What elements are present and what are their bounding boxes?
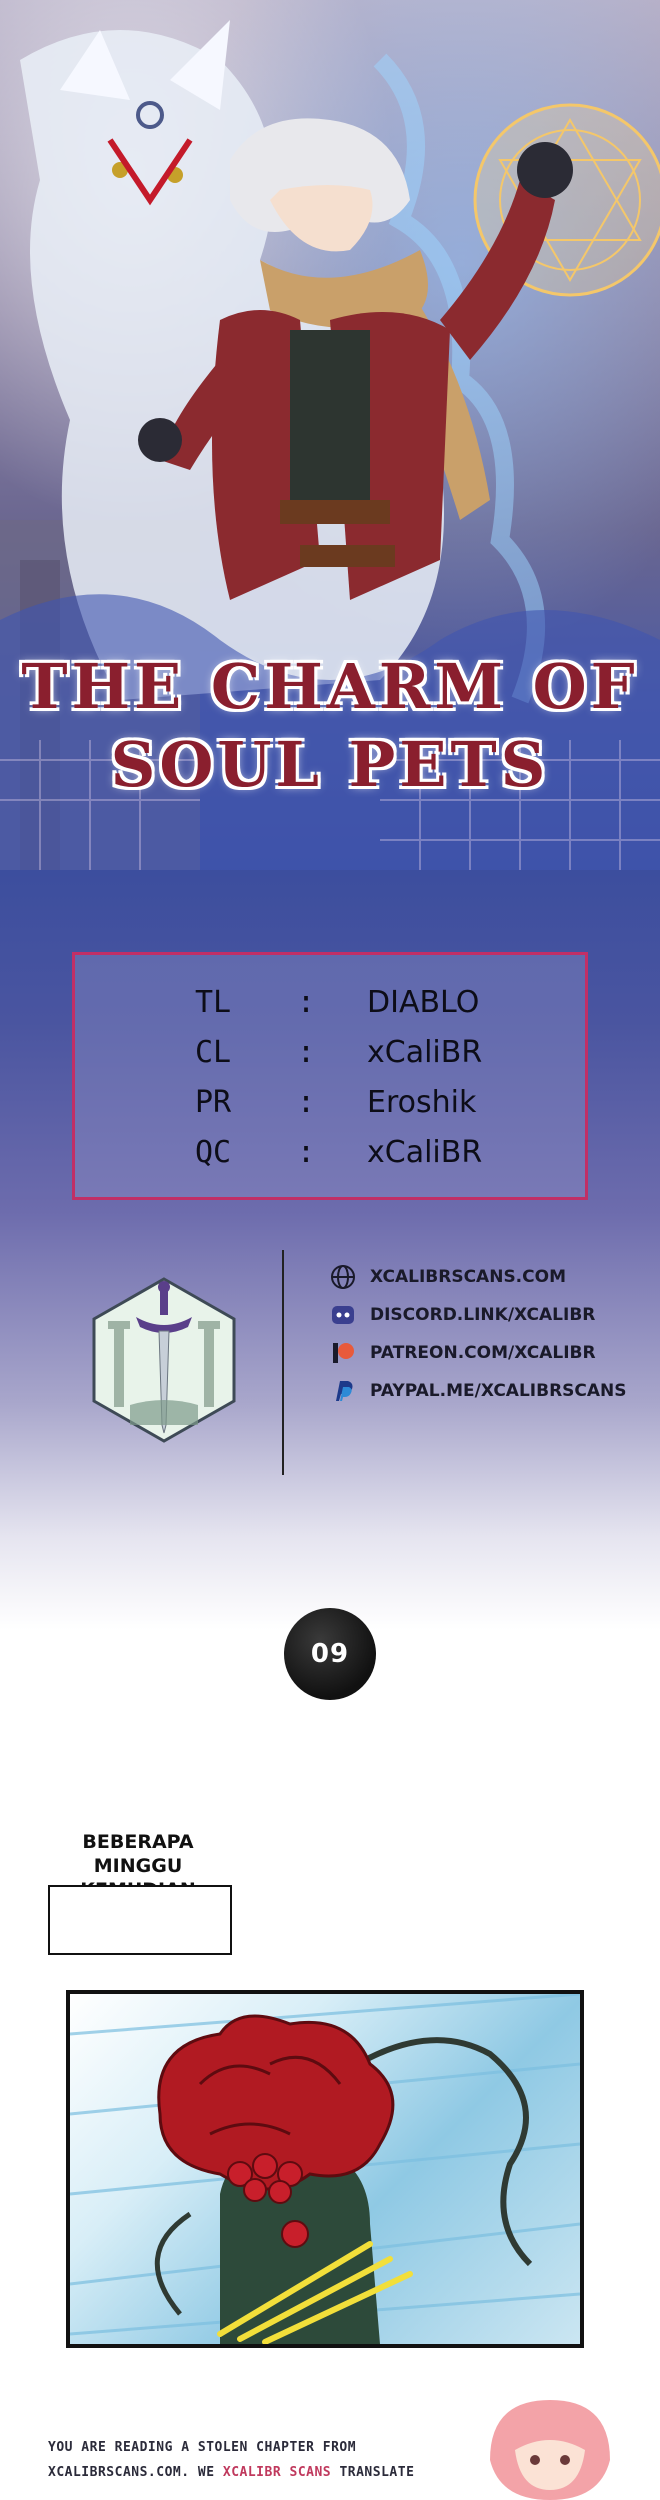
link-label: DISCORD.LINK/XCALIBR <box>370 1305 596 1325</box>
credit-role: TL <box>195 985 232 1020</box>
credit-name: Eroshik <box>367 1085 477 1120</box>
title-line-2: SOUL PETS <box>110 728 550 801</box>
comic-panel <box>66 1990 584 2348</box>
footer-notice: YOU ARE READING A STOLEN CHAPTER FROM XC… <box>0 2390 660 2500</box>
globe-icon <box>331 1265 355 1289</box>
link-website[interactable]: XCALIBRSCANS.COM <box>330 1262 566 1292</box>
credit-name: xCaliBR <box>367 1035 483 1070</box>
link-patreon[interactable]: PATREON.COM/XCALIBR <box>330 1338 596 1368</box>
cover-title: THE CHARM OF SOUL PETS <box>0 648 660 804</box>
credits-box: TL : DIABLO CL : xCaliBR PR : Eroshik QC… <box>72 952 588 1200</box>
sword-logo-icon <box>92 1277 236 1443</box>
character-avatar <box>490 2400 610 2500</box>
cover-illustration: THE CHARM OF SOUL PETS <box>0 0 660 880</box>
footer-site[interactable]: XCALIBRSCANS.COM <box>48 2465 182 2480</box>
link-paypal[interactable]: PAYPAL.ME/XCALIBRSCANS <box>330 1376 627 1406</box>
chapter-number-badge: 09 <box>284 1608 376 1700</box>
credit-separator: : <box>297 1035 316 1070</box>
credit-name: xCaliBR <box>367 1135 483 1170</box>
link-discord[interactable]: DISCORD.LINK/XCALIBR <box>330 1300 595 1330</box>
credit-row-pr: PR : Eroshik <box>75 1077 585 1125</box>
credits-divider <box>282 1250 284 1475</box>
rose-creature-art <box>70 1994 580 2344</box>
link-label: PATREON.COM/XCALIBR <box>370 1343 596 1363</box>
credit-separator: : <box>297 985 316 1020</box>
narration-box <box>48 1885 232 1955</box>
title-line-1: THE CHARM OF <box>21 650 639 723</box>
credit-row-qc: QC : xCaliBR <box>75 1127 585 1175</box>
footer-we: . WE <box>181 2465 215 2480</box>
credit-row-tl: TL : DIABLO <box>75 977 585 1025</box>
credit-separator: : <box>297 1135 316 1170</box>
footer-line-1: YOU ARE READING A STOLEN CHAPTER FROM <box>48 2440 357 2455</box>
paypal-icon <box>336 1381 353 1401</box>
credit-role: QC <box>195 1135 232 1170</box>
patreon-icon <box>333 1343 354 1363</box>
credit-role: CL <box>195 1035 232 1070</box>
credit-role: PR <box>195 1085 232 1120</box>
discord-icon <box>332 1306 354 1324</box>
cover-art <box>0 20 660 880</box>
link-label: PAYPAL.ME/XCALIBRSCANS <box>370 1381 627 1401</box>
footer-translate: TRANSLATE <box>339 2465 415 2480</box>
credits-section: TL : DIABLO CL : xCaliBR PR : Eroshik QC… <box>0 870 660 1630</box>
credit-name: DIABLO <box>367 985 480 1020</box>
credit-separator: : <box>297 1085 316 1120</box>
link-label: XCALIBRSCANS.COM <box>370 1267 566 1287</box>
footer-line-2: XCALIBRSCANS.COM. WE XCALIBR SCANS TRANS… <box>48 2465 414 2480</box>
footer-group: XCALIBR SCANS <box>222 2465 332 2480</box>
credit-row-cl: CL : xCaliBR <box>75 1027 585 1075</box>
